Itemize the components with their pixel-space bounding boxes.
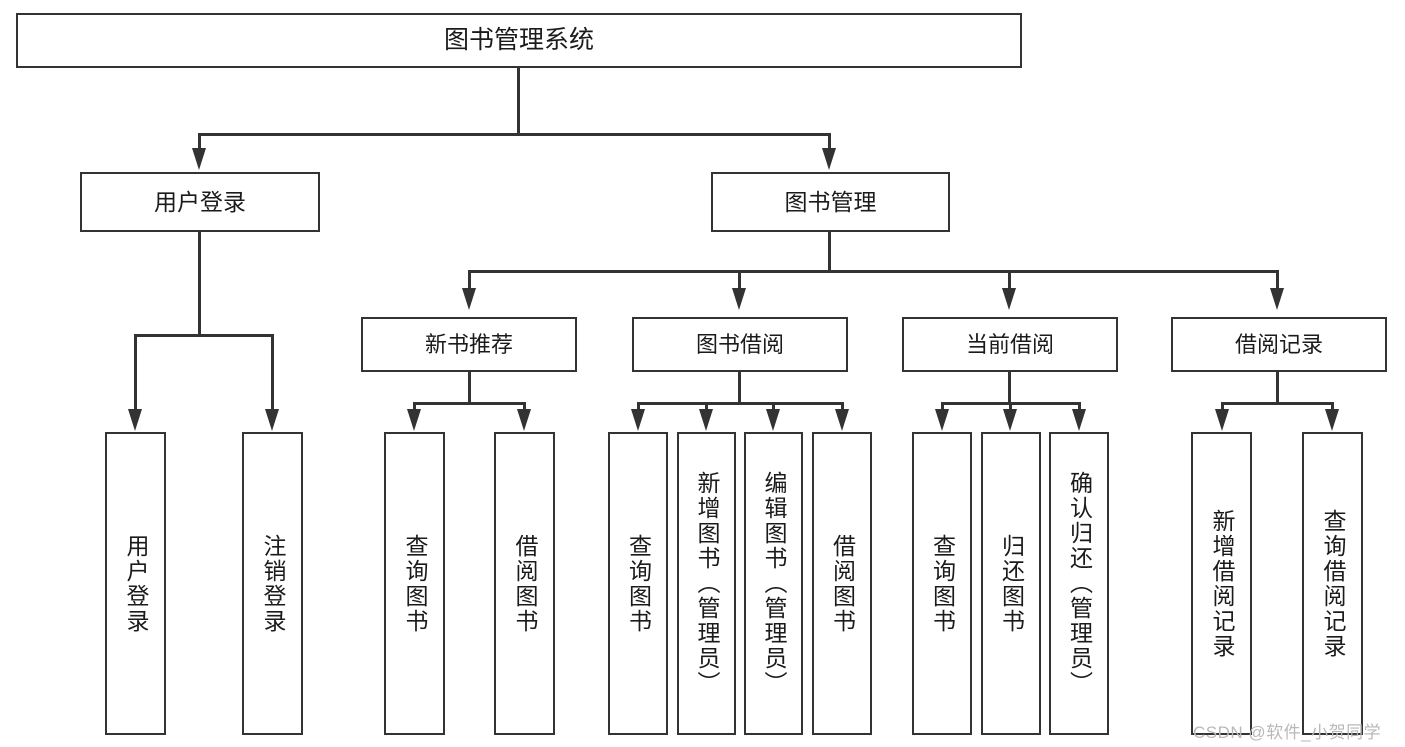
leaf-book-borrow-borrow[interactable]: 借阅图书 (812, 432, 872, 735)
leaf-current-borrow-query[interactable]: 查询图书 (912, 432, 972, 735)
arrow-user-login-leaf-1 (128, 409, 142, 431)
node-label: 确认归还（管理员） (1066, 471, 1093, 696)
connector-book-mgmt-c2 (738, 270, 741, 290)
connector-borrow-record-stem (1276, 372, 1279, 404)
node-borrow-record[interactable]: 借阅记录 (1171, 317, 1387, 372)
leaf-new-book-borrow[interactable]: 借阅图书 (494, 432, 555, 735)
connector-current-borrow-leaf-3 (1078, 402, 1081, 411)
arrow-borrow-record-leaf-2 (1325, 409, 1339, 431)
connector-borrow-record-bar (1221, 402, 1334, 405)
arrow-borrow-record-leaf-1 (1215, 409, 1229, 431)
connector-user-login-bar (134, 334, 274, 337)
node-label: 借阅记录 (1234, 331, 1323, 357)
connector-book-borrow-leaf-1 (637, 402, 640, 411)
node-label: 当前借阅 (965, 331, 1054, 357)
leaf-book-borrow-query[interactable]: 查询图书 (608, 432, 668, 735)
connector-book-mgmt-stem (828, 232, 831, 272)
arrow-new-book-leaf-2 (517, 409, 531, 431)
node-label: 新书推荐 (424, 331, 513, 357)
node-root-system[interactable]: 图书管理系统 (16, 13, 1022, 68)
node-label: 查询借阅记录 (1320, 508, 1346, 659)
node-label: 图书管理 (784, 188, 877, 215)
node-label: 借阅图书 (829, 533, 856, 634)
leaf-new-book-query[interactable]: 查询图书 (384, 432, 445, 735)
connector-current-borrow-leaf-2 (1009, 402, 1012, 411)
connector-current-borrow-leaf-1 (941, 402, 944, 411)
node-label: 图书管理系统 (443, 26, 594, 54)
connector-borrow-record-leaf-2 (1331, 402, 1334, 411)
arrow-book-borrow-leaf-2 (699, 409, 713, 431)
connector-root-to-book-mgmt (828, 133, 831, 150)
connector-user-login-stem (198, 232, 201, 336)
leaf-book-borrow-edit[interactable]: 编辑图书（管理员） (744, 432, 803, 735)
connector-book-mgmt-c3 (1008, 270, 1011, 290)
arrow-book-mgmt-c4 (1270, 288, 1284, 310)
node-label: 查询图书 (625, 533, 652, 634)
arrow-book-mgmt-c3 (1002, 288, 1016, 310)
leaf-current-borrow-return[interactable]: 归还图书 (981, 432, 1041, 735)
node-label: 用户登录 (154, 188, 246, 215)
connector-new-book-bar (413, 402, 526, 405)
arrow-new-book-leaf-1 (407, 409, 421, 431)
node-label: 新增图书（管理员） (694, 471, 720, 696)
node-label: 图书借阅 (695, 331, 784, 357)
connector-book-mgmt-c4 (1276, 270, 1279, 290)
leaf-current-borrow-confirm-return[interactable]: 确认归还（管理员） (1049, 432, 1109, 735)
node-label: 编辑图书（管理员） (761, 471, 787, 696)
connector-new-book-leaf-1 (413, 402, 416, 411)
connector-borrow-record-leaf-1 (1221, 402, 1224, 411)
connector-book-borrow-leaf-3 (772, 402, 775, 411)
arrow-book-borrow-leaf-3 (766, 409, 780, 431)
watermark-text: CSDN @软件_小贺同学 (1193, 723, 1382, 742)
arrow-root-to-book-mgmt (822, 148, 836, 170)
node-label: 查询图书 (929, 533, 956, 634)
arrow-book-borrow-leaf-4 (835, 409, 849, 431)
connector-root-to-user-login (198, 133, 201, 150)
node-label: 注销登录 (260, 533, 286, 634)
arrow-root-to-user-login (192, 148, 206, 170)
leaf-user-login-login[interactable]: 用户登录 (105, 432, 166, 735)
connector-book-borrow-leaf-4 (841, 402, 844, 411)
arrow-book-mgmt-c2 (732, 288, 746, 310)
node-label: 查询图书 (402, 533, 428, 634)
connector-root-stem (517, 68, 520, 135)
arrow-book-borrow-leaf-1 (631, 409, 645, 431)
node-current-borrow[interactable]: 当前借阅 (902, 317, 1118, 372)
node-book-management[interactable]: 图书管理 (711, 172, 950, 232)
connector-book-borrow-bar (637, 402, 844, 405)
connector-book-borrow-leaf-2 (705, 402, 708, 411)
connector-book-mgmt-c1 (468, 270, 471, 290)
connector-root-bar (198, 133, 831, 136)
connector-new-book-leaf-2 (523, 402, 526, 411)
arrow-current-borrow-leaf-1 (935, 409, 949, 431)
connector-current-borrow-stem (1008, 372, 1011, 404)
connector-new-book-stem (468, 372, 471, 404)
node-user-login[interactable]: 用户登录 (80, 172, 320, 232)
leaf-user-login-logout[interactable]: 注销登录 (242, 432, 303, 735)
arrow-current-borrow-leaf-3 (1072, 409, 1086, 431)
arrow-book-mgmt-c1 (462, 288, 476, 310)
node-new-book-recommend[interactable]: 新书推荐 (361, 317, 577, 372)
connector-book-mgmt-bar (468, 270, 1279, 273)
connector-user-login-leaf-2 (271, 334, 274, 411)
node-label: 借阅图书 (512, 533, 538, 634)
connector-book-borrow-stem (738, 372, 741, 404)
leaf-borrow-record-query[interactable]: 查询借阅记录 (1302, 432, 1363, 735)
arrow-user-login-leaf-2 (265, 409, 279, 431)
node-book-borrow[interactable]: 图书借阅 (632, 317, 848, 372)
connector-user-login-leaf-1 (134, 334, 137, 411)
node-label: 新增借阅记录 (1209, 508, 1235, 659)
leaf-borrow-record-add[interactable]: 新增借阅记录 (1191, 432, 1252, 735)
arrow-current-borrow-leaf-2 (1003, 409, 1017, 431)
node-label: 用户登录 (123, 533, 149, 634)
node-label: 归还图书 (998, 533, 1025, 634)
leaf-book-borrow-add[interactable]: 新增图书（管理员） (677, 432, 736, 735)
